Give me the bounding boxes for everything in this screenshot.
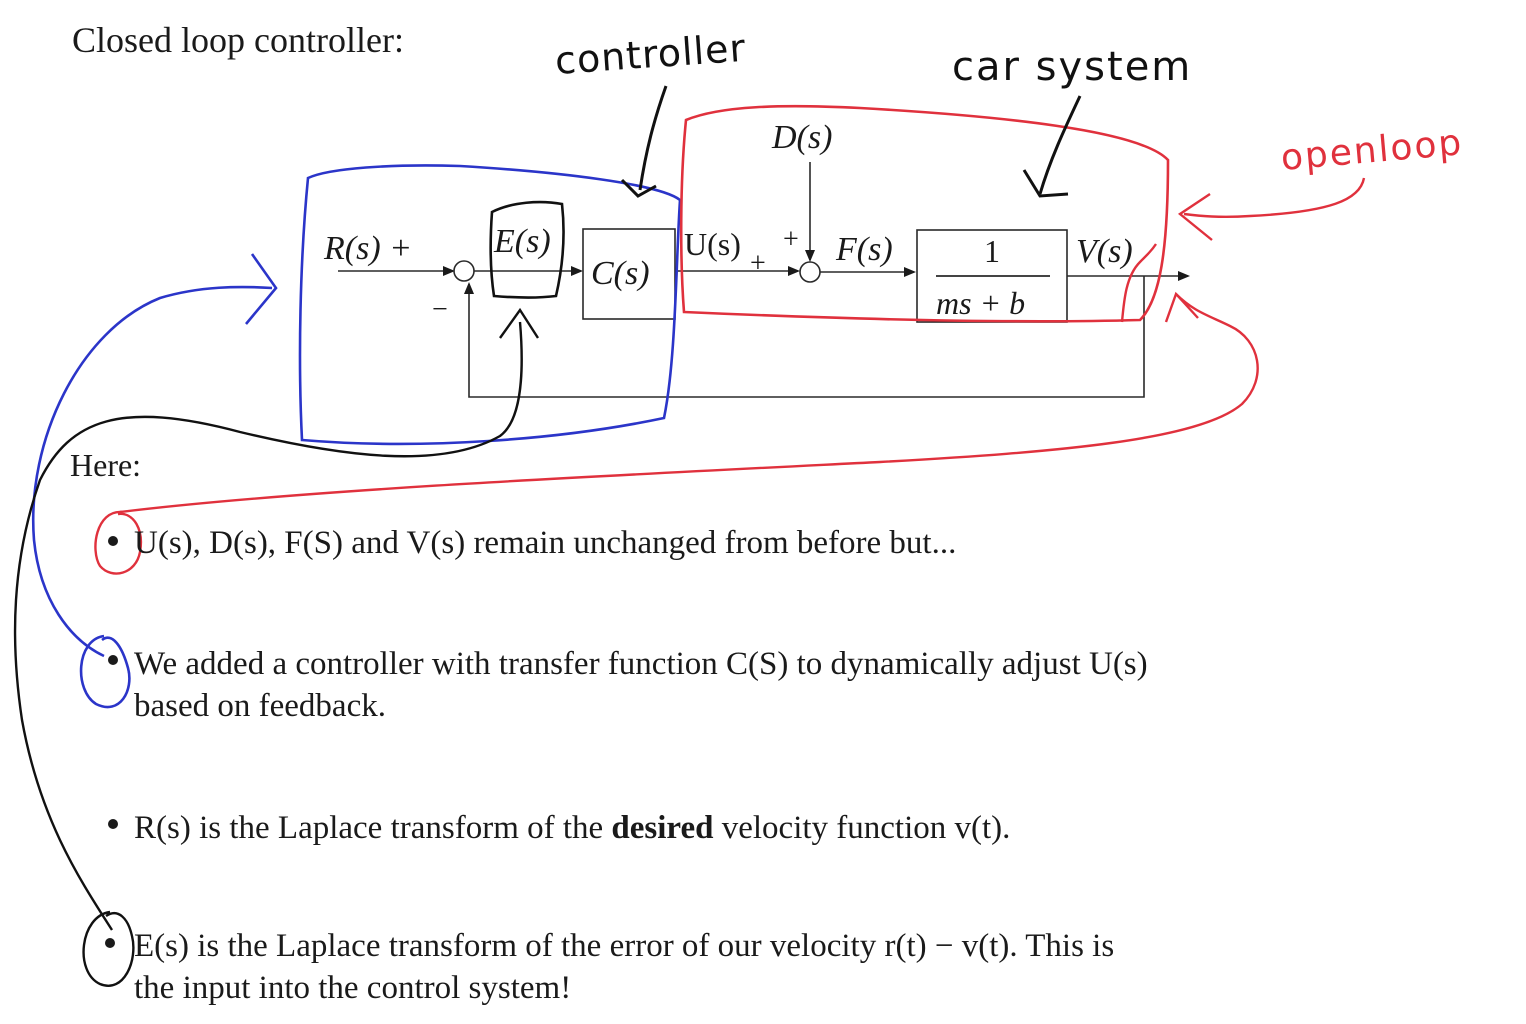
reference-label: R(s) + — [323, 230, 412, 267]
signal-signs: U(s) + + − — [432, 224, 799, 325]
openloop-pointer-stroke — [1183, 177, 1366, 219]
bullet-3-pre: R(s) is the Laplace transform of the — [134, 810, 611, 846]
car-system-boundary-sketch — [679, 104, 1170, 323]
diagram-labels: D(s) R(s) + E(s) C(s) 1 ms + b F(s) V(s) — [323, 119, 1133, 321]
notes-heading: Here: — [70, 447, 141, 483]
car-system-annotation: car system — [952, 44, 1192, 90]
controller-block — [582, 228, 676, 320]
bullet-dot-2 — [108, 655, 118, 665]
red-bullet-loop — [94, 510, 143, 575]
controller-pointer-stroke — [638, 85, 668, 191]
black-error-arrowhead — [499, 307, 540, 339]
black-bullet-loop — [82, 910, 135, 987]
plus-sign-d: + — [783, 224, 799, 255]
bullet-4-line-1: E(s) is the Laplace transform of the err… — [134, 928, 1114, 964]
red-pointer-stroke — [119, 293, 1259, 514]
control-signal-label: U(s) — [684, 226, 741, 262]
feedback-path — [464, 276, 1145, 398]
bullet-3-bold: desired — [611, 810, 713, 846]
notes-section: Here: U(s), D(s), F(S) and V(s) remain u… — [70, 447, 1148, 1006]
blue-arrowhead — [245, 253, 278, 325]
bullet-2-line-1: We added a controller with transfer func… — [134, 646, 1148, 682]
page-title: Closed loop controller: — [72, 20, 404, 60]
output-label: V(s) — [1076, 233, 1133, 270]
bullet-dot-1 — [108, 536, 118, 546]
block-diagram — [338, 162, 1190, 398]
red-tail-stroke — [1120, 243, 1157, 323]
summing-junction-2 — [799, 261, 821, 283]
plant-numerator: 1 — [984, 233, 1000, 269]
controller-annotation: controller — [554, 26, 748, 83]
controller-boundary-sketch — [298, 164, 682, 446]
bullet-dot-4 — [105, 938, 115, 948]
summing-junction-1 — [453, 260, 475, 282]
plant-denominator: ms + b — [936, 285, 1025, 321]
plus-sign-u: + — [750, 248, 766, 279]
bullet-dot-3 — [108, 819, 118, 829]
bullet-4-line-2: the input into the control system! — [134, 970, 571, 1006]
disturbance-label: D(s) — [771, 119, 832, 156]
controller-label: C(s) — [591, 255, 650, 292]
bullet-3-post: velocity function v(t). — [713, 810, 1010, 846]
car-system-arrowhead — [1022, 169, 1069, 198]
bullet-3-text: R(s) is the Laplace transform of the des… — [134, 810, 1010, 846]
openloop-arrowhead — [1177, 193, 1213, 241]
car-system-pointer-stroke — [1038, 95, 1082, 195]
minus-sign: − — [432, 294, 448, 325]
force-label: F(s) — [835, 231, 893, 268]
black-pointer-stroke — [13, 321, 523, 931]
openloop-annotation: openloop — [1279, 122, 1465, 179]
blue-pointer-stroke — [31, 285, 273, 658]
error-box-sketch — [489, 200, 565, 299]
blue-bullet-loop — [79, 634, 131, 709]
bullet-2-line-2: based on feedback. — [134, 688, 386, 724]
error-label: E(s) — [493, 223, 551, 260]
red-output-arrowhead — [1164, 291, 1199, 323]
controller-arrowhead — [620, 178, 657, 198]
bullet-1-text: U(s), D(s), F(S) and V(s) remain unchang… — [134, 525, 956, 561]
